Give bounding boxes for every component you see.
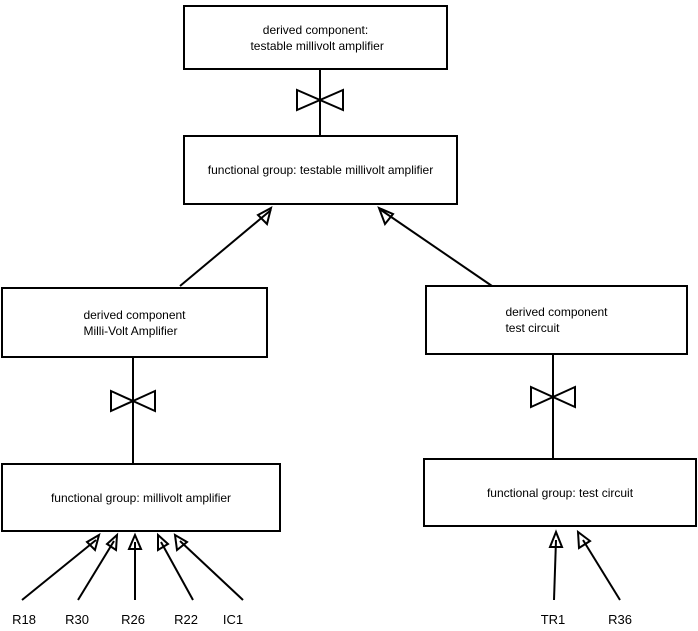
leaf-label-ic1[interactable]: IC1 [222,612,244,627]
arrow-leaf-r18 [21,532,101,601]
node-right-derived-component-line1: derived component [505,305,608,319]
arrow-right-derived-to-top-group [377,206,493,287]
arrow-leaf-r26 [127,532,143,600]
leaf-label-r26[interactable]: R26 [121,612,145,627]
bowtie-icon-left [110,389,156,413]
arrow-leaf-r22 [157,532,194,601]
bowtie-icon-top [296,88,344,112]
node-top-derived-component[interactable]: derived component: testable millivolt am… [183,5,448,70]
arrow-leaf-r30 [77,532,119,601]
leaf-label-tr1[interactable]: TR1 [540,612,566,627]
leaf-label-r30[interactable]: R30 [65,612,89,627]
node-left-derived-component-line1: derived component [83,307,186,322]
node-top-derived-component-label: derived component: testable millivolt am… [247,22,384,54]
node-right-functional-group[interactable]: functional group: test circuit [423,458,697,527]
node-top-functional-group-label: functional group: testable millivolt amp… [207,163,434,177]
node-right-functional-group-label: functional group: test circuit [486,485,634,500]
node-left-derived-component-line2: Milli-Volt Amplifier [83,323,178,338]
node-top-functional-group[interactable]: functional group: testable millivolt amp… [183,135,458,205]
leaf-label-r36[interactable]: R36 [608,612,632,627]
node-left-functional-group[interactable]: functional group: millivolt amplifier [1,463,281,532]
arrow-leaf-ic1 [173,533,244,601]
arrow-left-derived-to-top-group [179,206,273,287]
node-right-derived-component-line2: test circuit [505,321,560,335]
node-right-derived-component-label: derived component test circuit [505,304,607,336]
arrow-leaf-tr1 [548,529,564,601]
bowtie-icon-right [530,385,576,409]
node-top-derived-component-line1: derived component: [262,22,369,37]
node-left-functional-group-label: functional group: millivolt amplifier [50,490,232,505]
leaf-label-r18[interactable]: R18 [12,612,36,627]
leaf-label-r22[interactable]: R22 [174,612,198,627]
arrow-leaf-r36 [576,529,621,601]
node-right-derived-component[interactable]: derived component test circuit [425,285,688,355]
node-top-derived-component-line2: testable millivolt amplifier [247,38,384,53]
